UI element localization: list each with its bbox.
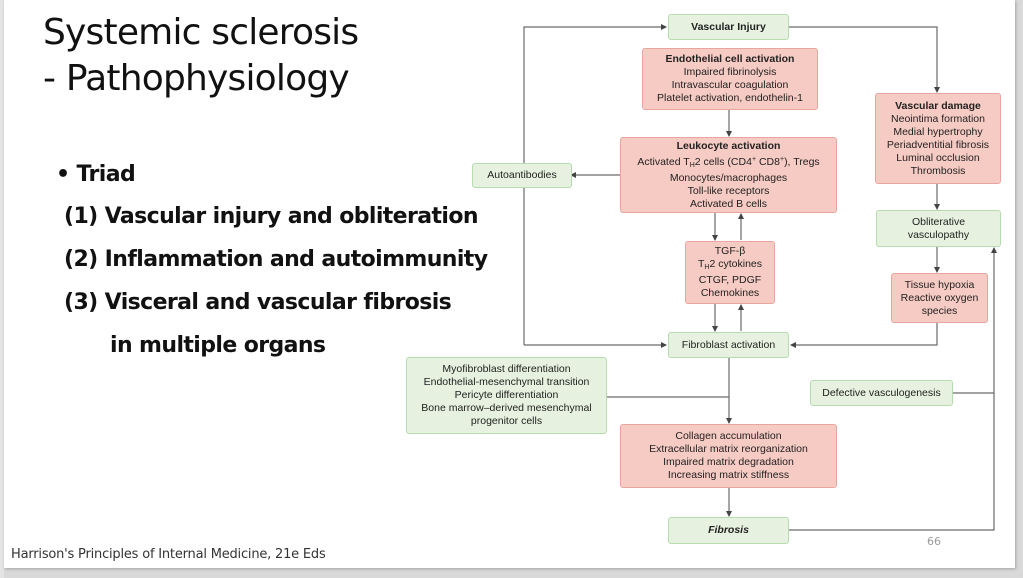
- triad-item-3: (3) Visceral and vascular fibrosis: [64, 290, 452, 315]
- node-line: Chemokines: [700, 287, 760, 299]
- window-edge: [0, 0, 4, 578]
- node-line: Activated B cells: [689, 197, 768, 210]
- text: T: [697, 258, 705, 270]
- node-label: Vascular Injury: [691, 20, 766, 33]
- node-line: Pericyte differentiation: [454, 389, 559, 401]
- node-line: Impaired matrix degradation: [663, 456, 794, 468]
- node-line: Increasing matrix stiffness: [667, 469, 790, 481]
- node-line: Intravascular coagulation: [671, 79, 789, 91]
- node-heading: Vascular damage: [895, 99, 981, 112]
- slide-title: Systemic sclerosis - Pathophysiology: [43, 10, 359, 102]
- node-line: Luminal occlusion: [896, 151, 980, 164]
- triad-item-2: (2) Inflammation and autoimmunity: [64, 247, 488, 272]
- node-line: Activated TH2 cells (CD4+ CD8+), Tregs: [637, 153, 819, 172]
- source-citation: Harrison's Principles of Internal Medici…: [11, 547, 326, 562]
- node-line: CTGF, PDGF: [698, 274, 762, 286]
- node-line: Obliterative: [911, 215, 966, 228]
- node-autoantibodies: Autoantibodies: [472, 163, 572, 188]
- node-heading: Leukocyte activation: [676, 139, 781, 152]
- node-line: vasculopathy: [907, 228, 970, 241]
- node-vascular-injury: Vascular Injury: [668, 14, 789, 40]
- subscript: H: [689, 161, 695, 169]
- text: CD8: [756, 155, 780, 168]
- node-line: Periadventitial fibrosis: [886, 138, 990, 151]
- title-line-2: - Pathophysiology: [43, 58, 350, 99]
- superscript: +: [779, 155, 785, 163]
- node-line: Collagen accumulation: [675, 430, 782, 442]
- text: Activated T: [637, 155, 690, 168]
- node-line: Impaired fibrinolysis: [683, 66, 777, 78]
- text: ), Tregs: [784, 155, 820, 168]
- node-leukocyte-activation: Leukocyte activation Activated TH2 cells…: [620, 137, 837, 213]
- node-line: TH2 cytokines: [698, 258, 762, 274]
- node-line: Platelet activation, endothelin-1: [657, 92, 803, 104]
- node-label: Fibroblast activation: [681, 338, 776, 351]
- page-number: 66: [927, 535, 941, 548]
- node-line: Thrombosis: [910, 164, 966, 177]
- node-line: Monocytes/macrophages: [669, 171, 788, 184]
- node-line: TGF-β: [714, 245, 746, 257]
- node-label: Fibrosis: [708, 524, 749, 536]
- text: 2 cytokines: [709, 258, 762, 270]
- subscript: H: [704, 264, 710, 271]
- node-line: progenitor cells: [470, 415, 543, 427]
- triad-item-1: (1) Vascular injury and obliteration: [64, 204, 479, 229]
- node-mediators: TGF-β TH2 cytokines CTGF, PDGF Chemokine…: [685, 241, 775, 304]
- node-endothelial-activation: Endothelial cell activation Impaired fib…: [642, 48, 818, 110]
- node-tissue-hypoxia: Tissue hypoxia Reactive oxygen species: [891, 273, 988, 323]
- node-line: Tissue hypoxia: [904, 278, 975, 291]
- node-label: Autoantibodies: [487, 169, 557, 181]
- node-line: Toll-like receptors: [687, 184, 770, 197]
- node-line: Reactive oxygen: [900, 291, 979, 304]
- node-line: Endothelial-mesenchymal transition: [423, 376, 590, 388]
- node-line: Neointima formation: [891, 112, 985, 125]
- node-line: Medial hypertrophy: [893, 125, 983, 138]
- node-line: Extracellular matrix reorganization: [649, 443, 808, 455]
- node-fibrosis: Fibrosis: [668, 517, 789, 544]
- text: 2 cells (CD4: [694, 155, 752, 168]
- node-vascular-damage: Vascular damage Neointima formation Medi…: [875, 93, 1001, 184]
- node-line: Myofibroblast differentiation: [442, 363, 571, 375]
- title-line-1: Systemic sclerosis: [43, 12, 359, 53]
- node-label: Defective vasculogenesis: [822, 386, 941, 399]
- node-collagen-accumulation: Collagen accumulation Extracellular matr…: [620, 424, 837, 488]
- node-obliterative-vasculopathy: Obliterative vasculopathy: [876, 210, 1001, 247]
- node-defective-vasculogenesis: Defective vasculogenesis: [810, 380, 953, 406]
- superscript: +: [751, 155, 757, 163]
- node-fibroblast-activation: Fibroblast activation: [668, 332, 789, 358]
- triad-item-3-cont: in multiple organs: [110, 333, 326, 358]
- node-heading: Endothelial cell activation: [665, 53, 795, 65]
- node-line: species: [921, 304, 958, 317]
- node-line: Bone marrow–derived mesenchymal: [421, 402, 592, 414]
- bullet-triad: • Triad: [56, 162, 136, 187]
- node-myofibroblast-differentiation: Myofibroblast differentiation Endothelia…: [406, 357, 607, 434]
